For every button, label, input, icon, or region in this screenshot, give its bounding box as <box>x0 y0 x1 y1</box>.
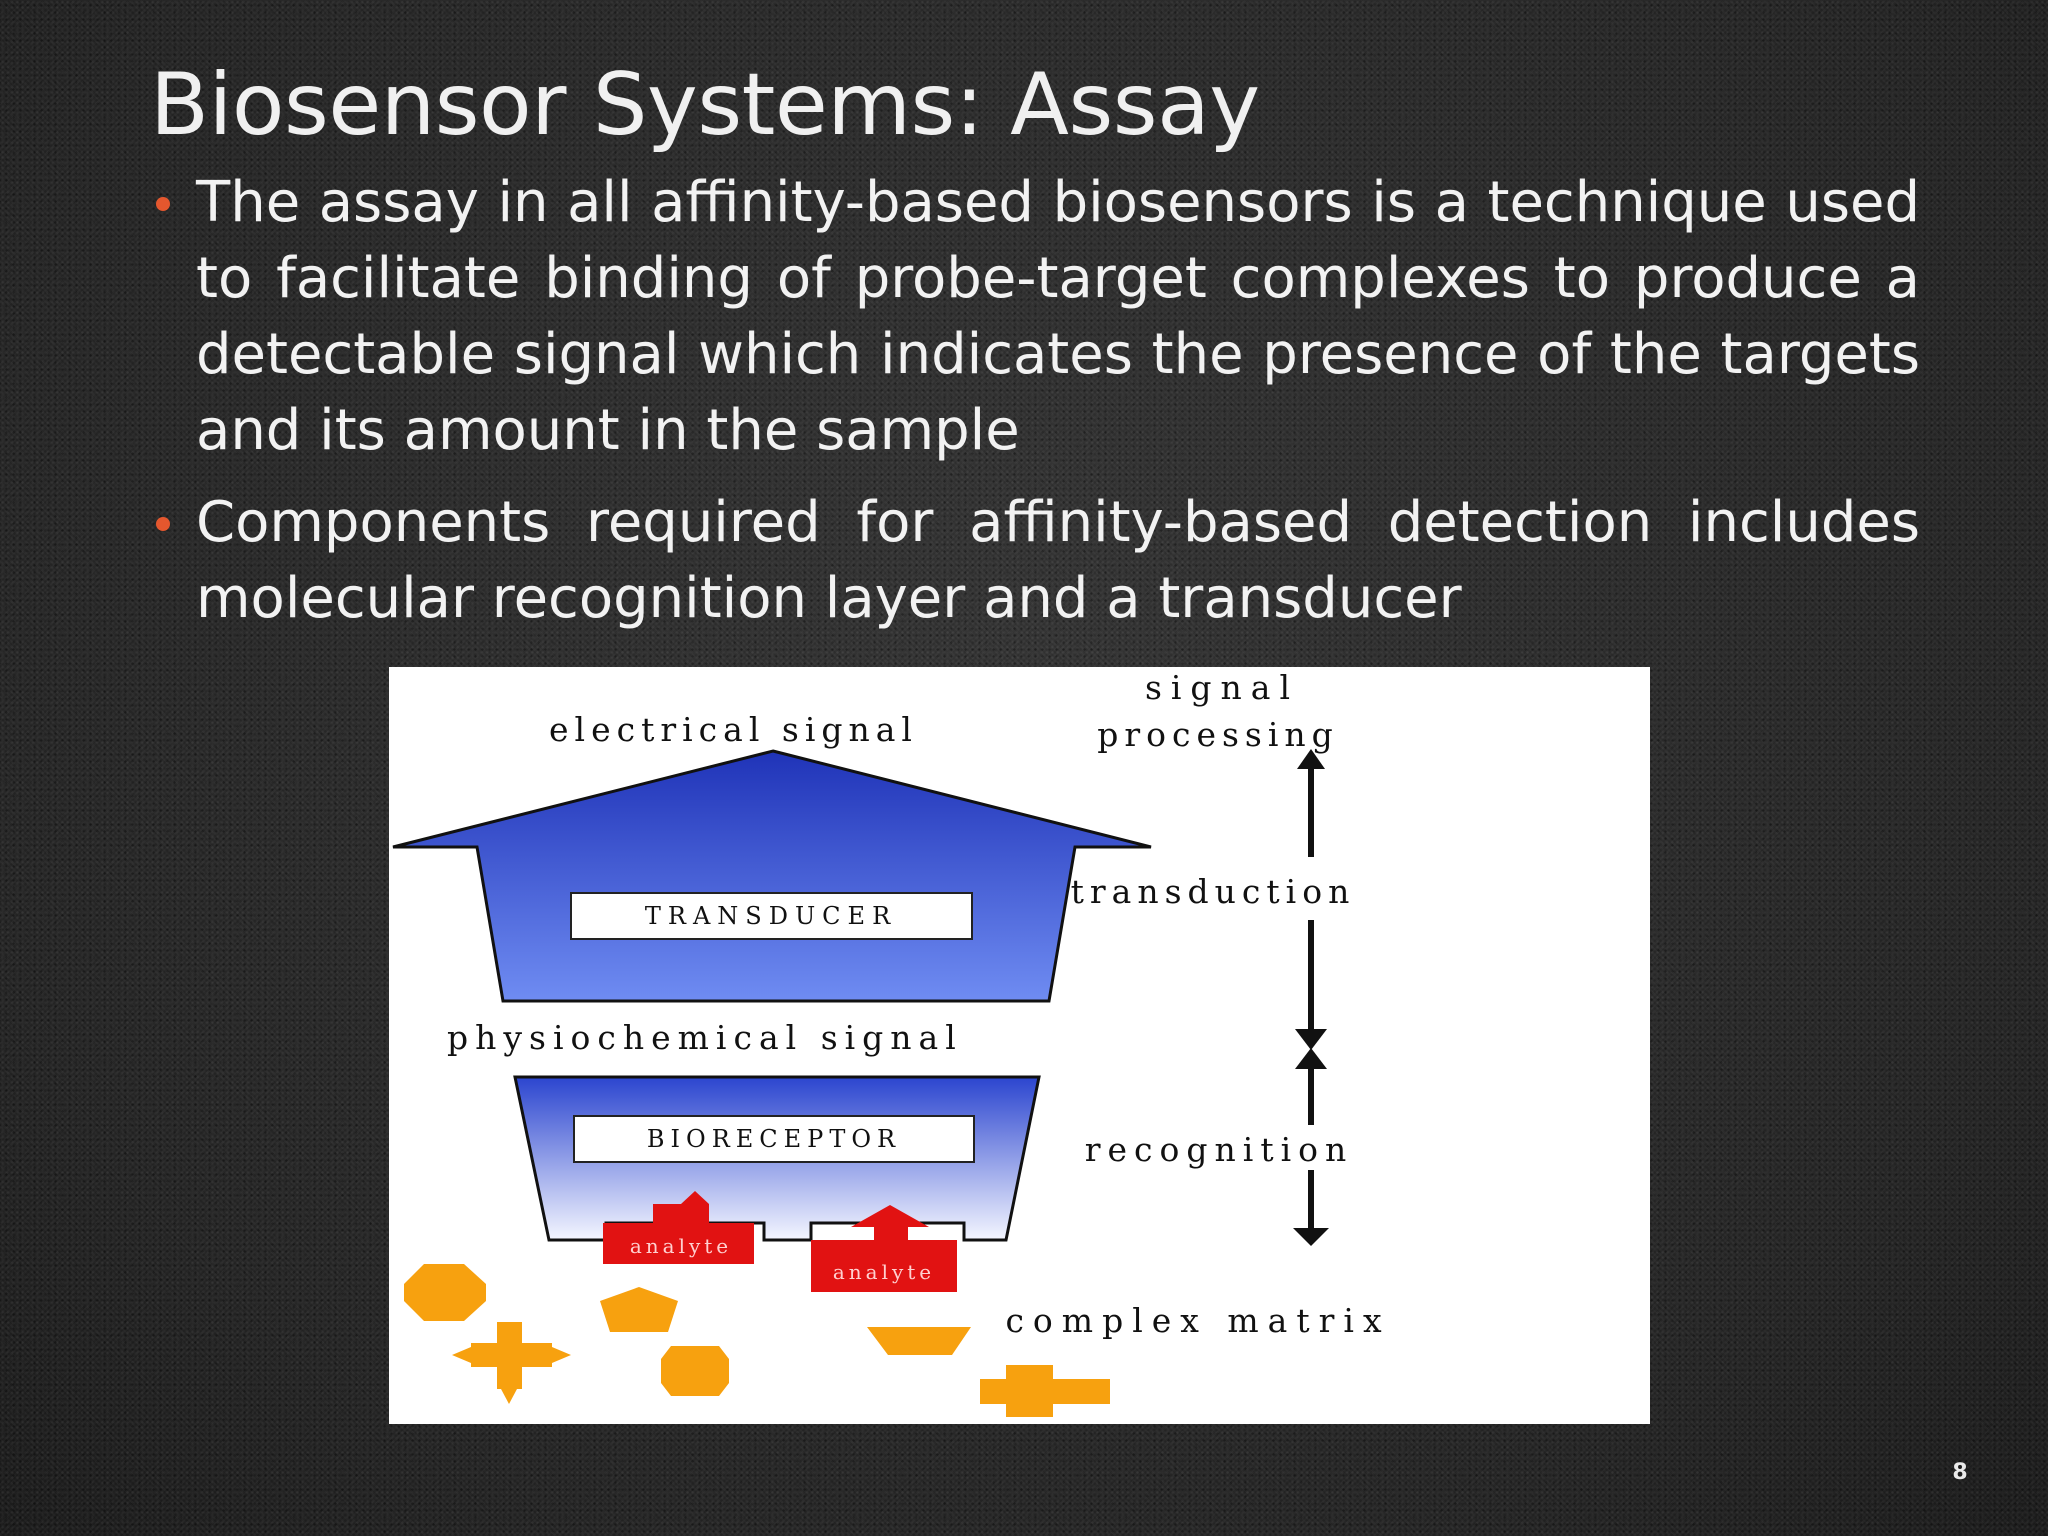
bullet-text: The assay in all affinity-based biosenso… <box>196 170 1920 463</box>
analyte-label: analyte <box>833 1260 935 1284</box>
analyte-label: analyte <box>630 1234 732 1258</box>
up-arrow-icon <box>1297 749 1325 769</box>
analyte-arrow-icon <box>681 1191 709 1204</box>
matrix-cross-arrow-icon <box>452 1347 471 1363</box>
physiochemical-signal-label: physiochemical signal <box>447 1018 963 1057</box>
bullet-dot-icon <box>156 197 170 211</box>
processing-label: processing <box>1097 715 1339 754</box>
biosensor-diagram: TRANSDUCER BIORECEPTOR analyte analyte e… <box>389 667 1650 1424</box>
page-number: 8 <box>1952 1460 1968 1485</box>
matrix-octagon-shape <box>404 1264 486 1321</box>
transduction-label: transduction <box>1071 872 1356 911</box>
transducer-arrow-shape <box>392 749 1152 1003</box>
matrix-cross-arrow-icon <box>552 1347 571 1363</box>
transducer-box <box>570 892 973 940</box>
analyte-shape <box>603 1204 754 1264</box>
bullet-item: Components required for affinity-based d… <box>150 485 1920 637</box>
bioreceptor-label: BIORECEPTOR <box>647 1125 901 1153</box>
matrix-cross-shape <box>980 1365 1110 1417</box>
bioreceptor-box <box>573 1115 975 1163</box>
slide-title: Biosensor Systems: Assay <box>150 55 1260 155</box>
recognition-label: recognition <box>1085 1130 1354 1169</box>
signal-label: signal <box>1145 668 1299 707</box>
biosensor-diagram-svg: TRANSDUCER BIORECEPTOR analyte analyte e… <box>392 668 1390 1417</box>
analyte-arrow-icon <box>851 1205 929 1227</box>
complex-matrix-label: complex matrix <box>1005 1301 1390 1340</box>
matrix-cross-shape <box>471 1322 552 1389</box>
bullet-text: Components required for affinity-based d… <box>196 490 1920 631</box>
down-arrow-icon <box>1293 1228 1329 1246</box>
bullet-item: The assay in all affinity-based biosenso… <box>150 165 1920 469</box>
matrix-cross-arrow-icon <box>501 1389 517 1404</box>
electrical-signal-label: electrical signal <box>549 710 918 749</box>
bullet-list: The assay in all affinity-based biosenso… <box>150 165 1920 653</box>
bullet-dot-icon <box>156 517 170 531</box>
matrix-octagon-shape <box>661 1346 729 1396</box>
transducer-label: TRANSDUCER <box>645 902 897 930</box>
matrix-pentagon-shape <box>600 1287 678 1332</box>
down-arrow-icon <box>1295 1029 1327 1050</box>
up-arrow-icon <box>1295 1048 1327 1069</box>
analyte-shape <box>811 1227 957 1292</box>
matrix-trapezoid-shape <box>867 1327 971 1355</box>
